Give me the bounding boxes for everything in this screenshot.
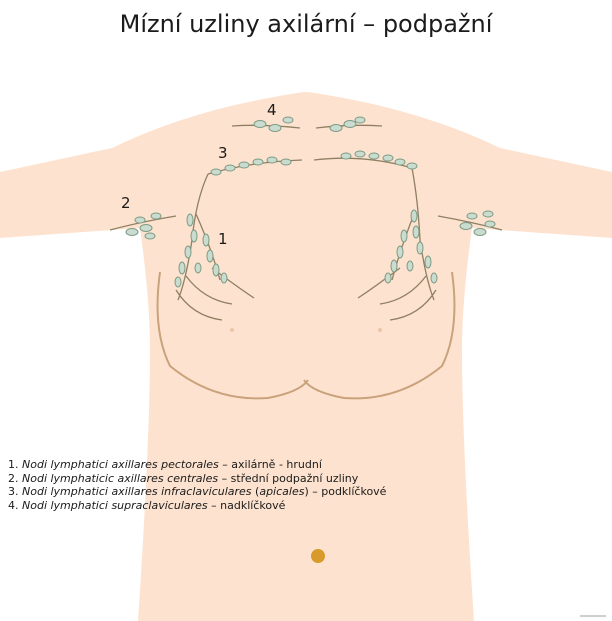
legend-latin: Nodi lymphatici supraclaviculares — [22, 499, 208, 512]
legend-num: 4. — [8, 499, 22, 512]
credit-mark — [580, 615, 606, 617]
legend-czech: – nadklíčkové — [208, 499, 286, 512]
lymph-node — [145, 233, 155, 239]
lymph-node — [151, 213, 161, 219]
lymph-node — [187, 214, 193, 226]
lymph-node — [344, 121, 356, 128]
lymph-node — [221, 273, 227, 283]
lymph-node — [195, 263, 201, 273]
lymph-node — [185, 246, 191, 258]
lymph-node — [407, 163, 417, 169]
lymph-node — [253, 159, 263, 165]
lymph-node — [341, 153, 351, 159]
lymph-node — [425, 256, 431, 268]
lymph-node — [391, 260, 397, 272]
legend-num: 2. — [8, 472, 22, 485]
legend-latin-b: apicales — [259, 485, 304, 498]
lymph-node — [355, 117, 365, 123]
legend-czech: – axilárně - hrudní — [219, 458, 322, 471]
lymph-node — [126, 229, 138, 236]
legend-item: 3. Nodi lymphatici axillares infraclavic… — [8, 485, 386, 499]
lymph-node — [383, 155, 393, 161]
lymph-node — [467, 213, 477, 219]
lymph-node — [211, 169, 221, 175]
lymph-node — [213, 264, 219, 276]
lymph-node — [203, 234, 209, 246]
legend-czech: – střední podpažní uzliny — [218, 472, 358, 485]
legend-item: 1. Nodi lymphatici axillares pectorales … — [8, 458, 386, 472]
lymph-node — [395, 159, 405, 165]
lymph-node — [474, 229, 486, 236]
lymph-node — [397, 246, 403, 258]
legend: 1. Nodi lymphatici axillares pectorales … — [8, 458, 386, 512]
legend-czech: ) – podklíčkové — [304, 485, 386, 498]
right-nipple — [378, 328, 382, 332]
lymph-node — [179, 262, 185, 274]
navel — [311, 549, 325, 563]
lymph-node — [483, 211, 493, 217]
lymph-node — [207, 250, 213, 262]
marker-label-4: 4 — [267, 101, 277, 119]
lymph-node — [135, 217, 145, 223]
legend-latin: Nodi lymphaticic axillares centrales — [22, 472, 218, 485]
marker-label-2: 2 — [121, 194, 131, 212]
lymph-node — [267, 157, 277, 163]
lymph-node — [140, 225, 152, 232]
lymph-node — [431, 273, 437, 283]
legend-item: 2. Nodi lymphaticic axillares centrales … — [8, 472, 386, 486]
lymph-node — [175, 277, 181, 287]
lymph-node — [385, 273, 391, 283]
legend-latin: Nodi lymphatici axillares pectorales — [22, 458, 219, 471]
legend-latin: Nodi lymphatici axillares infraclavicula… — [22, 485, 252, 498]
legend-item: 4. Nodi lymphatici supraclaviculares – n… — [8, 499, 386, 513]
legend-num: 3. — [8, 485, 22, 498]
lymph-node — [460, 223, 472, 230]
lymph-node — [281, 159, 291, 165]
torso-silhouette — [0, 92, 612, 621]
lymph-node — [411, 210, 417, 222]
lymph-node — [330, 125, 342, 132]
lymph-node — [254, 121, 266, 128]
lymph-node — [225, 165, 235, 171]
left-nipple — [230, 328, 234, 332]
lymph-node — [485, 221, 495, 227]
lymph-node — [191, 230, 197, 242]
lymph-node — [369, 153, 379, 159]
lymph-node — [407, 261, 413, 271]
lymph-node — [401, 230, 407, 242]
marker-label-1: 1 — [218, 230, 228, 248]
legend-num: 1. — [8, 458, 22, 471]
lymph-node — [283, 117, 293, 123]
marker-label-3: 3 — [218, 144, 228, 162]
lymph-node — [413, 226, 419, 238]
lymph-node — [417, 242, 423, 254]
lymph-node — [355, 151, 365, 157]
lymph-node — [239, 162, 249, 168]
lymph-node — [269, 125, 281, 132]
